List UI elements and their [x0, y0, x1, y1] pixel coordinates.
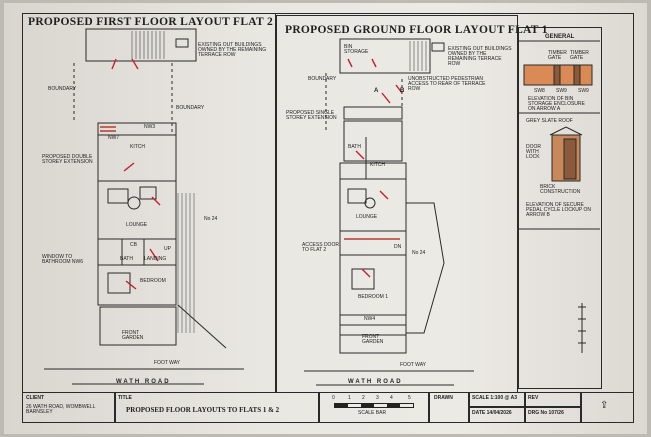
titleblock-title-cell: [114, 392, 320, 423]
titleblock-scale-label: SCALE 1:100 @ A3: [472, 395, 517, 401]
flat1-bedroom: BEDROOM 1: [358, 294, 389, 300]
general-timber-gate-1: TIMBER GATE: [548, 50, 567, 61]
general-brick: BRICK CONSTRUCTION: [540, 184, 581, 195]
general-door-lock: DOOR WITH LOCK: [526, 144, 541, 160]
flat1-foot-way: FOOT WAY: [400, 362, 427, 368]
general-timber-gate-2: TIMBER GATE: [570, 50, 589, 61]
flat2-lounge: LOUNGE: [126, 222, 148, 228]
titleblock-scalebar-cell: [318, 392, 430, 423]
flat1-boundary: BOUNDARY: [308, 76, 337, 82]
scale-bar-number-0: 0: [332, 395, 335, 401]
titleblock-client-label: CLIENT: [26, 395, 45, 401]
direction-arrows: [111, 58, 403, 290]
floor-plan-drawing: [44, 28, 600, 386]
flat1-marker-a: A: [374, 88, 379, 94]
general-sw-label-3: SW9: [578, 88, 589, 94]
north-arrow-icon: ⇪: [600, 400, 609, 411]
scale-bar-label: SCALE BAR: [358, 410, 387, 416]
flat2-landing: LANDING: [144, 256, 167, 262]
flat2-title: PROPOSED FIRST FLOOR LAYOUT FLAT 2: [28, 16, 274, 28]
flat1-road: WATH ROAD: [348, 379, 403, 385]
flat2-no24: No 24: [204, 216, 218, 222]
flat1-title: PROPOSED GROUND FLOOR LAYOUT FLAT 1: [285, 24, 548, 36]
scale-bar-number-4: 4: [390, 395, 393, 401]
drawing-sheet: PROPOSED FIRST FLOOR LAYOUT FLAT 2 PROPO…: [4, 3, 647, 434]
flat1-dn: DN: [394, 244, 402, 250]
general-grey-slate: GREY SLATE ROOF: [526, 118, 573, 124]
flat1-house-outline: [339, 162, 407, 336]
flat1-access-note: UNOBSTRUCTED PEDESTRIAN ACCESS TO REAR O…: [408, 76, 486, 92]
titleblock-title-value: PROPOSED FLOOR LAYOUTS TO FLATS 1 & 2: [126, 406, 280, 414]
titleblock-date-label: DATE 14/04/2026: [472, 410, 512, 416]
scale-bar-number-5: 5: [408, 395, 411, 401]
titleblock-drawn-label: DRAWN: [434, 395, 453, 401]
titleblock-drg-label: DRG No 107/26: [528, 410, 564, 416]
flat1-bin-storage: BIN STORAGE: [344, 44, 369, 55]
flat1-bath: BATH: [348, 144, 361, 150]
scale-bar-number-3: 3: [376, 395, 379, 401]
titleblock-drg-cell: [524, 406, 582, 423]
flat1-no24: No 24: [412, 250, 426, 256]
flat2-boundary-right: BOUNDARY: [176, 105, 205, 111]
flat2-kitch: KITCH: [130, 144, 145, 150]
flat1-front-garden-label: FRONT GARDEN: [362, 334, 384, 345]
titleblock-north-cell: [580, 392, 634, 423]
titleblock-title-label: TITLE: [118, 395, 132, 401]
flat2-bedroom: BEDROOM: [140, 278, 166, 284]
flat1-existing-buildings: EXISTING OUT BUILDINGS OWNED BY THE REMA…: [448, 46, 512, 67]
titleblock-date-cell: [468, 406, 526, 423]
flat1-access-door: ACCESS DOOR TO FLAT 2: [302, 242, 339, 253]
flat1-extension: [343, 120, 403, 162]
scale-bar-number-2: 2: [362, 395, 365, 401]
flat1-lounge: LOUNGE: [356, 214, 378, 220]
flat1-kitch: KITCH: [370, 162, 385, 168]
general-cycle-elevation: ELEVATION OF SECURE PEDAL CYCLE LOCKUP O…: [526, 202, 592, 218]
general-panel: [518, 27, 602, 389]
scale-bar: [334, 403, 414, 408]
flat2-house-outline: [97, 122, 177, 306]
flat1-extension: PROPOSED SINGLE STOREY EXTENSION: [286, 110, 337, 121]
flat2-nw7: NW7: [108, 135, 120, 141]
flat1-outbuilding: [339, 38, 431, 74]
titleblock-scale-cell: [468, 392, 526, 408]
titleblock-client-cell: [22, 392, 116, 423]
general-bin-elevation: ELEVATION OF BIN STORAGE ENCLOSURE ON AR…: [528, 96, 585, 112]
titleblock-client-value: 26 WATH ROAD, WOMBWELL BARNSLEY: [26, 404, 96, 415]
titleblock-rev-label: REV: [528, 395, 539, 401]
flat2-window-note: WINDOW TO BATHROOM NW6: [42, 254, 84, 265]
flat1-front-garden: [339, 324, 407, 354]
flat2-foot-way: FOOT WAY: [154, 360, 181, 366]
flat2-up: UP: [164, 246, 171, 252]
flat2-bath: BATH: [120, 256, 133, 262]
scale-bar-number-1: 1: [348, 395, 351, 401]
general-sw-label-1: SW8: [534, 88, 545, 94]
flat2-existing-buildings: EXISTING OUT BUILDINGS OWNED BY THE REMA…: [198, 42, 267, 58]
flat2-boundary-left: BOUNDARY: [48, 86, 77, 92]
flat2-cb: CB: [130, 242, 137, 248]
titleblock-rev-cell: [524, 392, 582, 408]
flat2-road: WATH ROAD: [116, 379, 171, 385]
flat2-extension: PROPOSED DOUBLE STOREY EXTENSION: [42, 154, 93, 165]
flat2-outbuilding: [85, 28, 197, 62]
flat2-front-garden-label: FRONT GARDEN: [122, 330, 144, 341]
general-sw-label-2: SW9: [556, 88, 567, 94]
flat2-nw3: NW3: [144, 124, 156, 130]
flat1-marker-b: B: [400, 88, 405, 94]
flat1-nw4: NW4: [364, 316, 376, 322]
general-title: GENERAL: [545, 34, 575, 40]
